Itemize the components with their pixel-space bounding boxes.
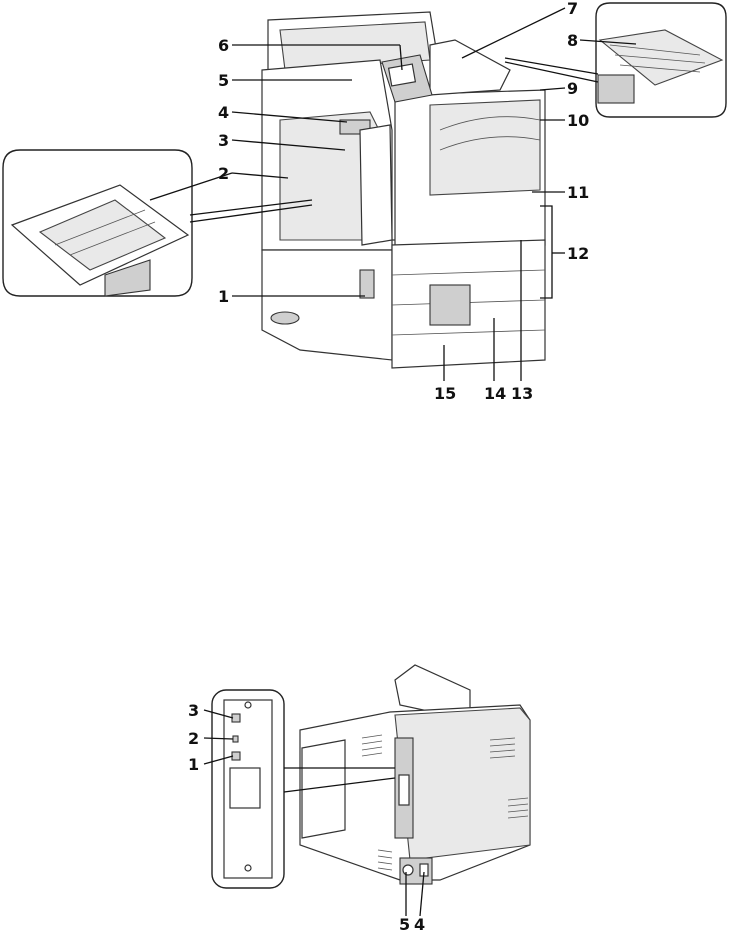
- callout-front-1: 1: [218, 287, 229, 306]
- output-tray-zoom-inset: [596, 3, 726, 117]
- bypass-tray-zoom-inset: [3, 150, 192, 296]
- callout-rear-5: 5: [399, 915, 410, 934]
- callout-front-11: 11: [567, 183, 589, 202]
- callout-front-4: 4: [218, 103, 229, 122]
- callout-front-6: 6: [218, 36, 229, 55]
- callout-front-5: 5: [218, 71, 229, 90]
- interface-panel-zoom-inset: [212, 690, 284, 888]
- callout-rear-2: 2: [188, 729, 199, 748]
- callout-rear-3: 3: [188, 701, 199, 720]
- callout-rear-1: 1: [188, 755, 199, 774]
- callout-front-9: 9: [567, 79, 578, 98]
- callout-front-2: 2: [218, 164, 229, 183]
- callout-front-15: 15: [434, 384, 456, 403]
- callout-front-10: 10: [567, 111, 589, 130]
- callout-front-13: 13: [511, 384, 533, 403]
- callout-front-12: 12: [567, 244, 589, 263]
- callout-front-14: 14: [484, 384, 506, 403]
- callout-front-8: 8: [567, 31, 578, 50]
- callout-front-3: 3: [218, 131, 229, 150]
- rear-view-illustration: [300, 665, 530, 884]
- front-view-illustration: [262, 12, 545, 368]
- callout-front-7: 7: [567, 0, 578, 18]
- callout-rear-4: 4: [414, 915, 425, 934]
